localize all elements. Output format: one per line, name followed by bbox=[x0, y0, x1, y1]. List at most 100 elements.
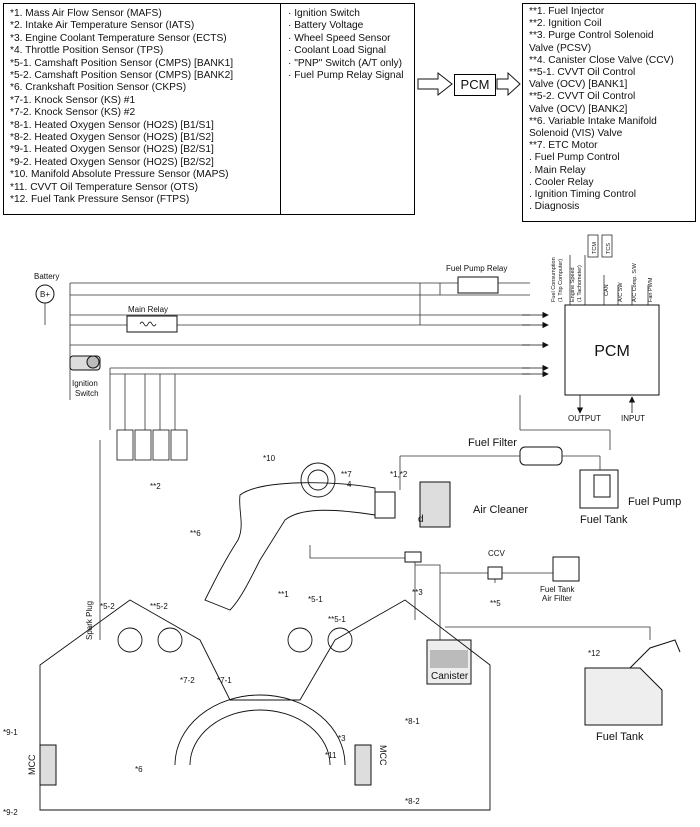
sensor-item: *3. Engine Coolant Temperature Sensor (E… bbox=[10, 32, 227, 44]
air-cleaner-label: Air Cleaner bbox=[473, 504, 528, 516]
output-item: **5-2. CVVT Oil Control bbox=[529, 91, 636, 103]
output-list: **1. Fuel Injector**2. Ignition Coil**3.… bbox=[529, 6, 674, 213]
sensor-item: *12. Fuel Tank Pressure Sensor (FTPS) bbox=[10, 194, 190, 206]
tcm-label: TCM bbox=[592, 242, 598, 254]
sensor-item: *5-2. Camshaft Position Sensor (CMPS) [B… bbox=[10, 70, 234, 82]
callout-4: 4 bbox=[347, 480, 352, 489]
callouts: *10 **2 **6 **7 4 *1,*2 **3 **5 *5-2 **5… bbox=[3, 454, 601, 817]
callout-output-5-1: **5-1 bbox=[328, 615, 346, 624]
hollow-arrow-left bbox=[417, 71, 453, 97]
ignition-switch-label-1: Ignition bbox=[72, 379, 98, 388]
air-filter-label-1: Fuel Tank bbox=[540, 585, 576, 594]
hollow-arrow-right bbox=[496, 71, 521, 97]
air-cleaner: d Air Cleaner bbox=[374, 481, 528, 528]
fuel-tank-upper-label: Fuel Tank bbox=[580, 514, 628, 526]
output-item: . Main Relay bbox=[529, 164, 586, 176]
output-item: **2. Ignition Coil bbox=[529, 18, 602, 30]
output-item: . Ignition Timing Control bbox=[529, 189, 637, 201]
input-signal-item: · "PNP" Switch (A/T only) bbox=[288, 57, 403, 69]
engine-speed-label: Engine Speed bbox=[570, 267, 576, 302]
callout-output-2: **2 bbox=[150, 482, 161, 491]
fuel-lines bbox=[399, 455, 601, 490]
ccv-label: CCV bbox=[488, 549, 506, 558]
air-filter-label-2: Air Filter bbox=[542, 594, 572, 603]
sensor-item: *5-1. Camshaft Position Sensor (CMPS) [B… bbox=[10, 57, 234, 69]
callout-10: *10 bbox=[263, 454, 276, 463]
sensor-item: *7-2. Knock Sensor (KS) #2 bbox=[10, 107, 136, 119]
canister-label: Canister bbox=[431, 671, 469, 682]
spark-plug-label: Spark Plug bbox=[85, 601, 94, 640]
output-label: OUTPUT bbox=[568, 414, 601, 423]
callout-output-3: **3 bbox=[412, 588, 423, 597]
output-item: **6. Variable Intake Manifold bbox=[529, 115, 657, 127]
output-item: Solenoid (VIS) Valve bbox=[529, 128, 623, 140]
sensor-item: *9-1. Heated Oxygen Sensor (HO2S) [B2/S1… bbox=[10, 144, 214, 156]
callout-9-2: *9-2 bbox=[3, 808, 18, 817]
input-sensor-box: *1. Mass Air Flow Sensor (MAFS)*2. Intak… bbox=[3, 3, 415, 215]
pcm-block: PCM bbox=[454, 74, 496, 96]
mcc-right-label: MCC bbox=[378, 745, 388, 766]
ccv-valve: CCV bbox=[487, 549, 506, 580]
mcc-left-label: MCC bbox=[27, 754, 37, 775]
fuel-pump-relay-label: Fuel Pump Relay bbox=[446, 264, 507, 273]
sensor-item: *8-2. Heated Oxygen Sensor (HO2S) [B1/S2… bbox=[10, 132, 214, 144]
fuel-consumption-label: Fuel Consumption bbox=[551, 257, 557, 302]
callout-1-2: *1,*2 bbox=[390, 470, 408, 479]
output-item: **3. Purge Control Solenoid bbox=[529, 30, 654, 42]
callout-8-2: *8-2 bbox=[405, 797, 420, 806]
output-item: **5-1. CVVT Oil Control bbox=[529, 67, 636, 79]
engine-block bbox=[39, 599, 491, 811]
engine-speed-sub-label: (1 Tachometer) bbox=[577, 265, 583, 302]
input-signal-item: · Wheel Speed Sensor bbox=[288, 32, 391, 44]
sensor-item: *6. Crankshaft Position Sensor (CKPS) bbox=[10, 82, 187, 94]
sensor-item: *8-1. Heated Oxygen Sensor (HO2S) [B1/S1… bbox=[10, 119, 214, 131]
sensor-item: *2. Intake Air Temperature Sensor (IATS) bbox=[10, 20, 195, 32]
pcm-signal-labels: Fuel Consumption (1 Trip Computer) Engin… bbox=[551, 242, 654, 302]
pcm-signals bbox=[569, 234, 649, 305]
main-relay-label: Main Relay bbox=[128, 305, 168, 314]
callout-output-5-2: **5-2 bbox=[150, 602, 168, 611]
input-label: INPUT bbox=[621, 414, 645, 423]
sensor-divider bbox=[280, 4, 281, 214]
input-signal-list: · Ignition Switch· Battery Voltage· Whee… bbox=[288, 8, 412, 82]
pcsv-valve bbox=[404, 551, 422, 563]
output-item: **7. ETC Motor bbox=[529, 140, 598, 152]
pcm-unit: PCM OUTPUT INPUT bbox=[564, 304, 660, 423]
battery-symbol-text: B+ bbox=[40, 290, 50, 299]
intake-manifold bbox=[204, 462, 376, 611]
callout-output-1: **1 bbox=[278, 590, 289, 599]
input-signal-item: · Coolant Load Signal bbox=[288, 45, 386, 57]
ignition-switch: Ignition Switch bbox=[69, 355, 101, 398]
sensor-item: *1. Mass Air Flow Sensor (MAFS) bbox=[10, 8, 162, 19]
can-label: CAN bbox=[604, 284, 610, 296]
output-item: Valve (PCSV) bbox=[529, 42, 592, 54]
sensor-item: *7-1. Knock Sensor (KS) #1 bbox=[10, 94, 136, 106]
callout-3: *3 bbox=[338, 734, 346, 743]
output-item: Valve (OCV) [BANK1] bbox=[529, 79, 628, 91]
sensor-item: *11. CVVT Oil Temperature Sensor (OTS) bbox=[10, 181, 198, 193]
output-item: . Cooler Relay bbox=[529, 176, 594, 188]
callout-7-1: *7-1 bbox=[217, 676, 232, 685]
callout-5-1: *5-1 bbox=[308, 595, 323, 604]
callout-output-7: **7 bbox=[341, 470, 352, 479]
d-mark-label: d bbox=[418, 514, 424, 525]
output-item: . Fuel Pump Control bbox=[529, 152, 620, 164]
callout-12: *12 bbox=[588, 649, 601, 658]
fuel-pump-label: Fuel Pump bbox=[628, 496, 681, 508]
callout-6: *6 bbox=[135, 765, 143, 774]
fuel-tank-pump: Fuel Pump Fuel Tank bbox=[579, 469, 681, 526]
output-item: . Diagnosis bbox=[529, 201, 580, 213]
battery-label: Battery bbox=[34, 272, 59, 281]
sensor-list: *1. Mass Air Flow Sensor (MAFS)*2. Intak… bbox=[10, 8, 278, 207]
callout-output-5: **5 bbox=[490, 599, 501, 608]
callout-8-1: *8-1 bbox=[405, 717, 420, 726]
input-signal-item: · Ignition Switch bbox=[288, 8, 360, 19]
mcc-blocks bbox=[39, 744, 372, 786]
ignition-coil-pack bbox=[116, 429, 188, 461]
callout-output-6: **6 bbox=[190, 529, 201, 538]
purge-lines bbox=[309, 545, 651, 640]
pcm-unit-label: PCM bbox=[594, 343, 630, 360]
input-signal-item: · Battery Voltage bbox=[288, 20, 364, 32]
battery-symbol: B+ Battery bbox=[34, 272, 59, 304]
callout-5-2: *5-2 bbox=[100, 602, 115, 611]
